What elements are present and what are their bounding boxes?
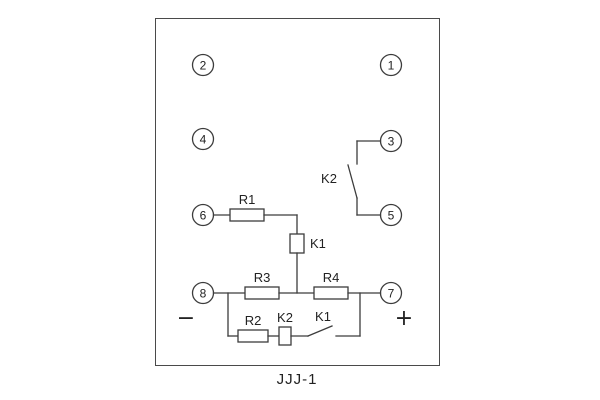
terminal-7-number: 7 [388, 286, 395, 300]
r1-k1-branch: R1 K1 [212, 192, 326, 294]
terminal-5-number: 5 [388, 208, 395, 222]
schematic-border [155, 18, 440, 366]
main-row: R3 R4 [212, 270, 382, 300]
coil-k2-label: K2 [277, 310, 293, 325]
minus-sign: − [177, 306, 195, 331]
terminal-8-number: 8 [200, 286, 207, 300]
k1-contact-label: K1 [315, 309, 331, 324]
k2-contact-label: K2 [321, 171, 337, 186]
terminal-4-number: 4 [200, 132, 207, 146]
terminal-6-number: 6 [200, 208, 207, 222]
k2-contact-blade [347, 164, 358, 199]
terminal-2-circle [191, 53, 215, 77]
resistor-r3 [244, 286, 280, 300]
resistor-r2-label: R2 [245, 313, 262, 328]
schematic-caption: JJJ-1 [277, 371, 318, 388]
bottom-branch: R2 K2 K1 [227, 292, 361, 346]
terminal-1-number: 1 [388, 58, 395, 72]
resistor-r3-label: R3 [254, 270, 271, 285]
coil-k1 [289, 233, 305, 254]
resistor-r4 [313, 286, 349, 300]
terminal-2-number: 2 [200, 58, 207, 72]
terminal-1-circle [379, 53, 403, 77]
k2-contact-branch: K2 [321, 140, 382, 216]
terminal-3-number: 3 [388, 134, 395, 148]
terminal-4-circle [191, 127, 215, 151]
plus-sign: + [395, 306, 413, 331]
resistor-r4-label: R4 [323, 270, 340, 285]
resistor-r2 [237, 329, 269, 343]
k1-contact-blade [307, 325, 333, 337]
resistor-r1-label: R1 [239, 192, 256, 207]
coil-k1-label: K1 [310, 236, 326, 251]
coil-k2 [278, 326, 292, 346]
resistor-r1 [229, 208, 265, 222]
